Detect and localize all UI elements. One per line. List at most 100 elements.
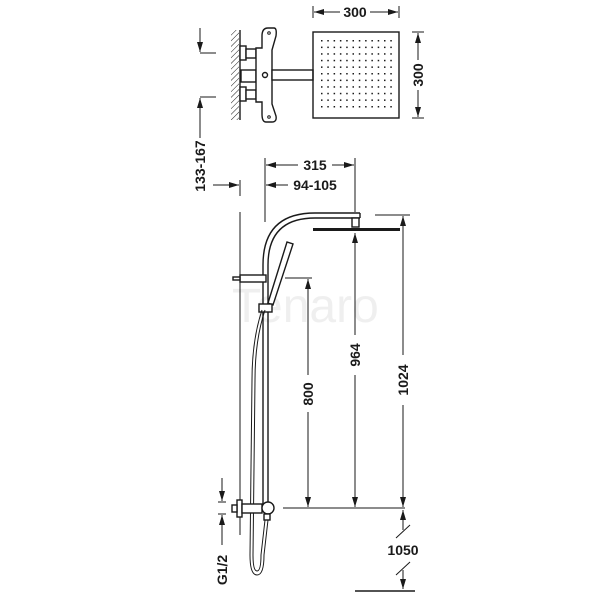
- nozzle-dot: [358, 86, 361, 88]
- nozzle-dot: [346, 66, 348, 68]
- nozzle-dot: [333, 86, 336, 88]
- nozzle-dot: [358, 46, 361, 49]
- nozzle-dot: [352, 92, 354, 95]
- dim-head-width: 300: [343, 4, 367, 20]
- nozzle-dot: [358, 53, 361, 55]
- nozzle-dot: [339, 59, 342, 62]
- nozzle-dot: [358, 73, 361, 75]
- nozzle-dot: [352, 59, 354, 62]
- nozzle-dot: [365, 59, 367, 62]
- nozzle-dot: [384, 59, 386, 62]
- nozzle-dot: [333, 40, 336, 42]
- nozzle-dot: [321, 79, 323, 82]
- nozzle-dot: [352, 86, 354, 88]
- nozzle-dot: [327, 46, 329, 49]
- slider: [258, 303, 273, 313]
- nozzle-dot: [339, 53, 342, 55]
- nozzle-dot: [339, 92, 342, 95]
- nozzle-dot: [327, 106, 329, 108]
- nozzle-dot: [327, 66, 329, 68]
- nozzle-dot: [352, 79, 354, 82]
- nozzle-dot: [339, 106, 342, 108]
- nozzle-dot: [333, 73, 336, 75]
- dim-floor-to-valve: 1050: [387, 542, 418, 558]
- nozzle-dot: [365, 53, 367, 55]
- nozzle-dot: [365, 46, 367, 49]
- nozzle-dot: [377, 106, 380, 108]
- nozzle-dot: [333, 99, 336, 101]
- nozzle-dot: [321, 46, 323, 49]
- dim-wall-offset: 133-167: [192, 140, 208, 192]
- nozzle-dot: [365, 106, 367, 108]
- nozzle-dot: [371, 106, 373, 108]
- nozzle-dot: [352, 73, 354, 75]
- nozzle-dot: [346, 99, 348, 101]
- nozzle-dot: [358, 92, 361, 95]
- nozzle-dot: [390, 40, 392, 42]
- nozzle-dot: [384, 92, 386, 95]
- nozzle-dot: [339, 99, 342, 101]
- nozzle-dot: [371, 66, 373, 68]
- nozzle-dot: [371, 59, 373, 62]
- nozzle-dot: [365, 99, 367, 101]
- nozzle-dot: [358, 106, 361, 108]
- dim-rail-offset: 94-105: [293, 177, 337, 193]
- nozzle-dot: [371, 46, 373, 49]
- dim-head-depth: 300: [410, 63, 426, 87]
- nozzle-dot: [390, 99, 392, 101]
- nozzle-dot: [384, 46, 386, 49]
- nozzle-dot: [339, 46, 342, 49]
- nozzle-dot: [321, 99, 323, 101]
- nozzle-grid: [321, 40, 392, 108]
- nozzle-dot: [327, 73, 329, 75]
- nozzle-dot: [321, 92, 323, 95]
- nozzle-dot: [346, 53, 348, 55]
- nozzle-dot: [371, 79, 373, 82]
- nozzle-dot: [358, 79, 361, 82]
- nozzle-dot: [377, 92, 380, 95]
- nozzle-dot: [384, 79, 386, 82]
- nozzle-dot: [333, 46, 336, 49]
- nozzle-dot: [333, 53, 336, 55]
- nozzle-dot: [377, 40, 380, 42]
- nozzle-dot: [377, 66, 380, 68]
- nozzle-dot: [352, 46, 354, 49]
- wall-hatch: [231, 30, 239, 120]
- nozzle-dot: [384, 40, 386, 42]
- nozzle-dot: [371, 86, 373, 88]
- nozzle-dot: [327, 59, 329, 62]
- nozzle-dot: [333, 92, 336, 95]
- nozzle-dot: [333, 79, 336, 82]
- nozzle-dot: [346, 92, 348, 95]
- nozzle-dot: [377, 99, 380, 101]
- nozzle-dot: [321, 73, 323, 75]
- nozzle-dot: [346, 40, 348, 42]
- nozzle-dot: [371, 40, 373, 42]
- rain-shower-head: [313, 228, 400, 231]
- nozzle-dot: [321, 66, 323, 68]
- nozzle-dot: [377, 73, 380, 75]
- nozzle-dot: [346, 79, 348, 82]
- nozzle-dot: [390, 53, 392, 55]
- nozzle-dot: [321, 40, 323, 42]
- dim-bracket-height: 800: [300, 382, 316, 406]
- nozzle-dot: [358, 99, 361, 101]
- nozzle-dot: [365, 66, 367, 68]
- nozzle-dot: [377, 53, 380, 55]
- dim-connection-thread: G1/2: [214, 555, 230, 586]
- nozzle-dot: [321, 53, 323, 55]
- nozzle-dot: [371, 92, 373, 95]
- nozzle-dot: [346, 73, 348, 75]
- nozzle-dot: [384, 53, 386, 55]
- nozzle-dot: [390, 86, 392, 88]
- nozzle-dot: [377, 59, 380, 62]
- dim-head-height: 964: [347, 343, 363, 367]
- nozzle-dot: [371, 53, 373, 55]
- watermark-logo: Tenaro: [232, 280, 379, 333]
- shower-rail: [231, 212, 400, 576]
- nozzle-dot: [365, 86, 367, 88]
- nozzle-dot: [358, 59, 361, 62]
- nozzle-dot: [321, 86, 323, 88]
- nozzle-dot: [384, 86, 386, 88]
